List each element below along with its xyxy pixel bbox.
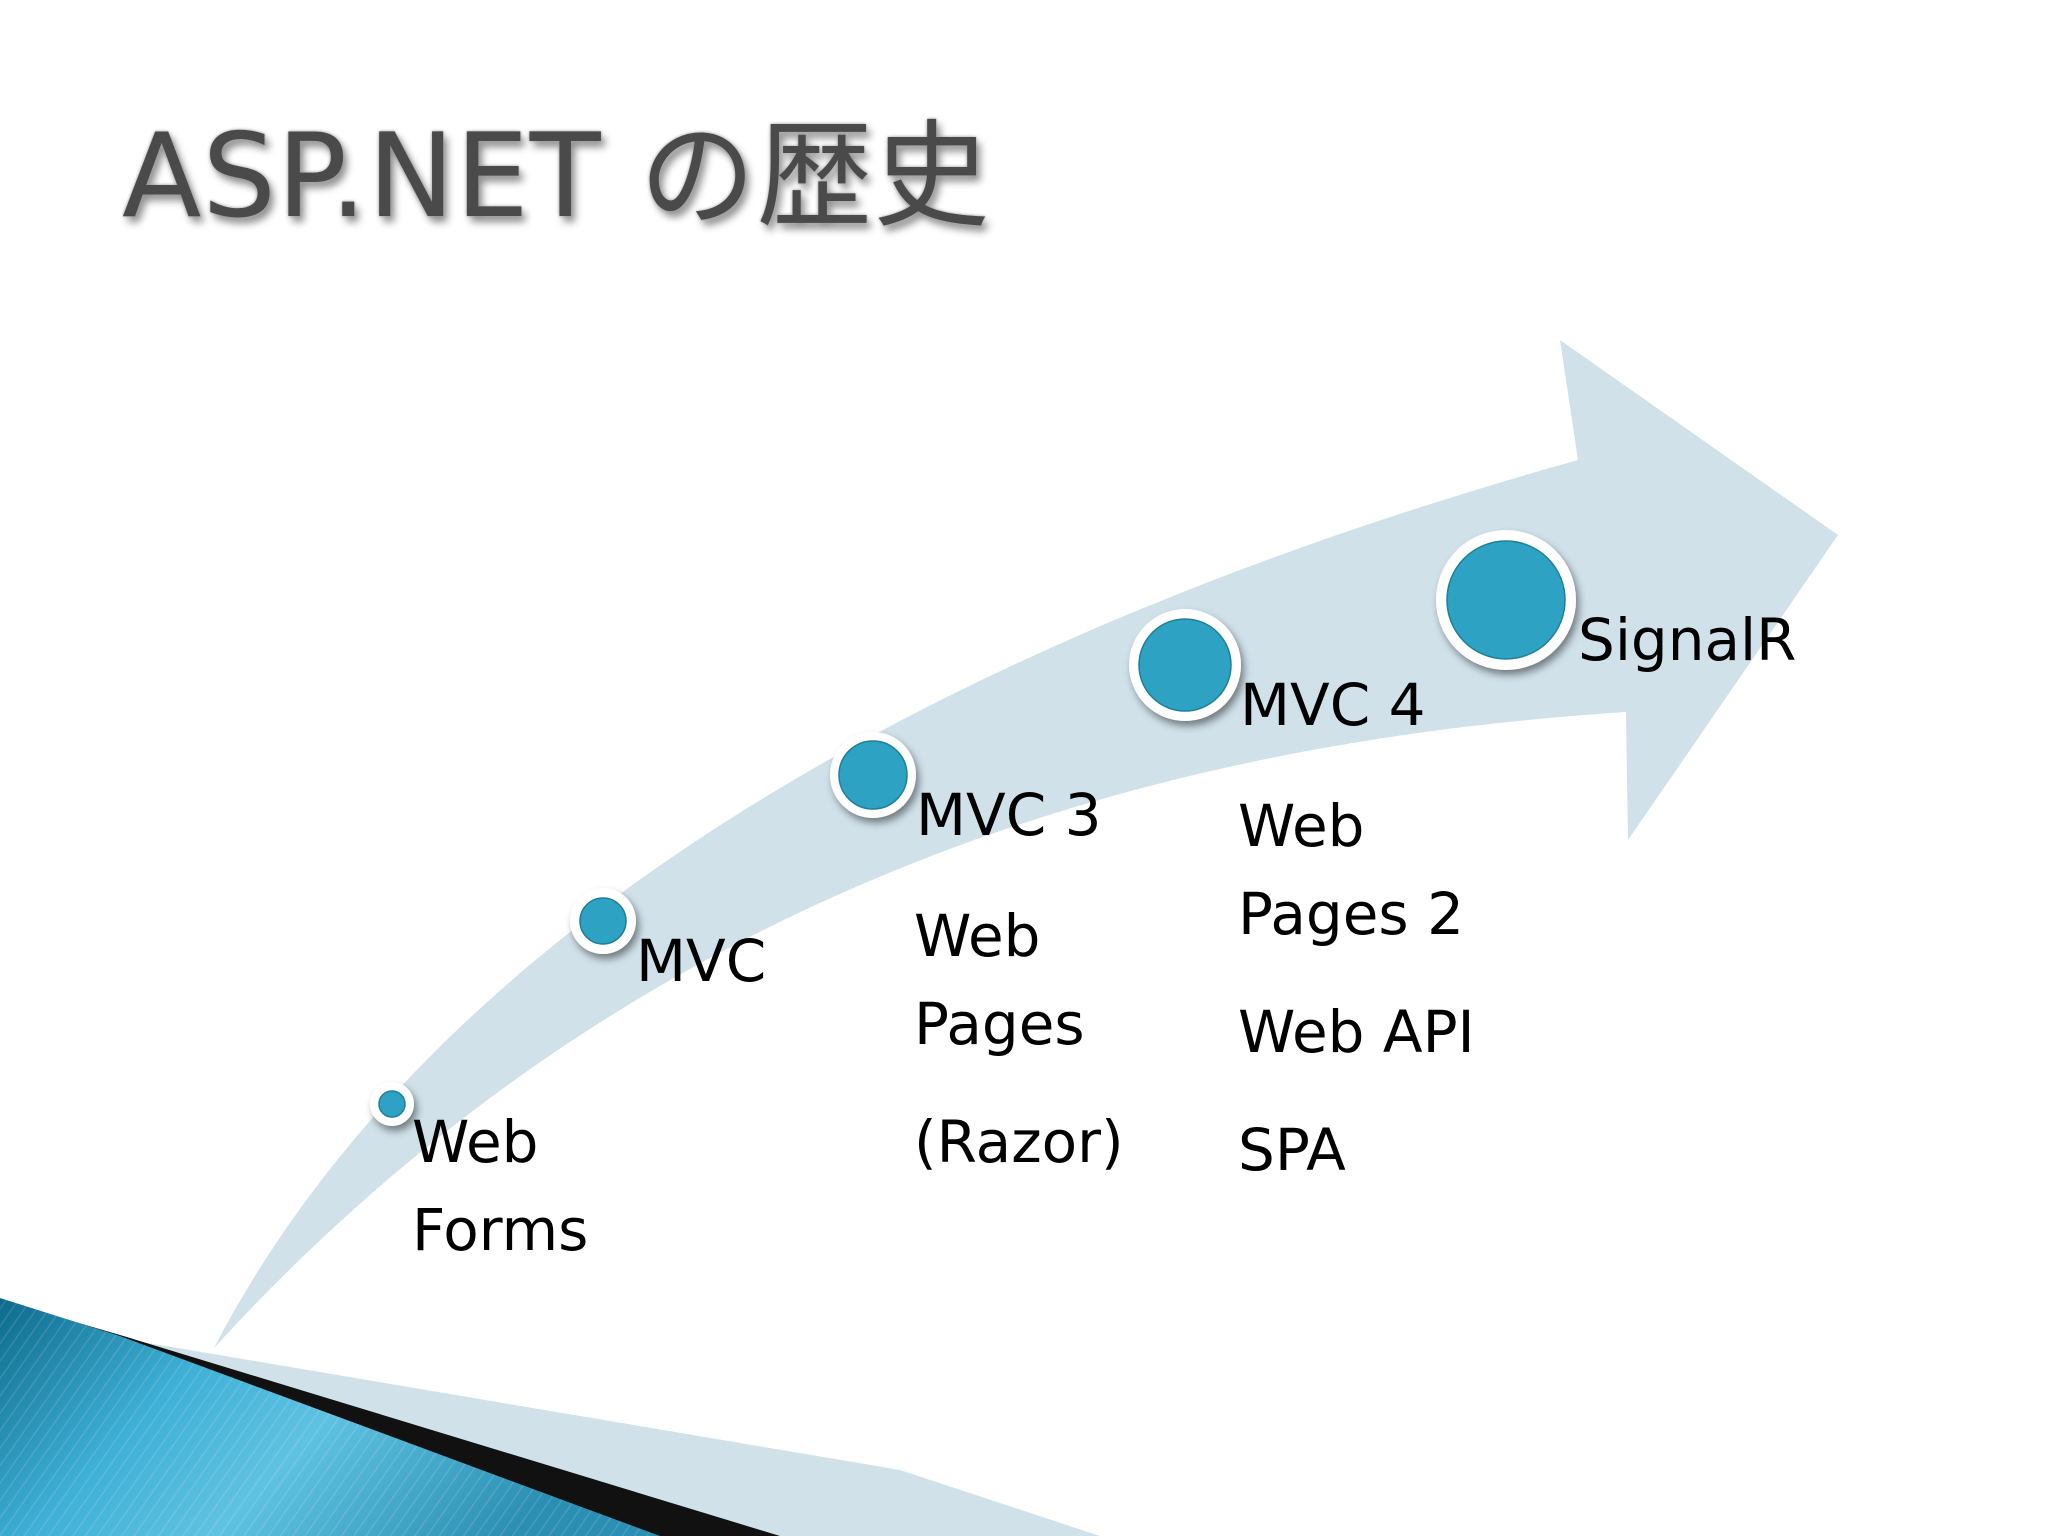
milestone-signalr-label: SignalR bbox=[1578, 596, 1796, 684]
milestone-label-line: MVC bbox=[636, 927, 767, 995]
feature-line: SPA bbox=[1238, 1116, 1346, 1184]
slide-title: ASP.NET の歴史 bbox=[122, 109, 991, 244]
feature-line: Pages 2 bbox=[1238, 880, 1464, 948]
feature-line: Web bbox=[1238, 792, 1365, 860]
milestone-mvc3-label: MVC 3 bbox=[916, 771, 1102, 859]
milestone-mvc-label: MVC bbox=[636, 917, 766, 1005]
timeline-node-2 bbox=[570, 888, 636, 954]
feature-line: (Razor) bbox=[914, 1108, 1124, 1176]
milestone-mvc4-features: Web Pages 2 Web API SPA bbox=[1238, 782, 1475, 1194]
milestone-label-line: MVC 4 bbox=[1240, 671, 1426, 739]
corner-swoosh-stripes bbox=[0, 1298, 660, 1536]
milestone-label-line: SignalR bbox=[1578, 606, 1797, 674]
milestone-web-forms-label: Web Forms bbox=[412, 1098, 588, 1274]
milestone-mvc4-label: MVC 4 bbox=[1240, 661, 1426, 749]
timeline-node-5 bbox=[1436, 530, 1576, 670]
corner-swoosh-black bbox=[0, 1300, 780, 1536]
timeline-arrow bbox=[214, 340, 1838, 1348]
milestone-mvc3-features: Web Pages (Razor) bbox=[914, 892, 1124, 1186]
timeline-node-4 bbox=[1129, 609, 1241, 721]
feature-line: Web API bbox=[1238, 998, 1475, 1066]
feature-line: Web bbox=[914, 902, 1041, 970]
milestone-label-line: Web bbox=[412, 1108, 539, 1176]
milestone-label-line: MVC 3 bbox=[916, 781, 1102, 849]
timeline-node-1 bbox=[370, 1082, 414, 1126]
timeline-node-3 bbox=[830, 732, 916, 818]
feature-line: Pages bbox=[914, 990, 1085, 1058]
milestone-label-line: Forms bbox=[412, 1196, 589, 1264]
